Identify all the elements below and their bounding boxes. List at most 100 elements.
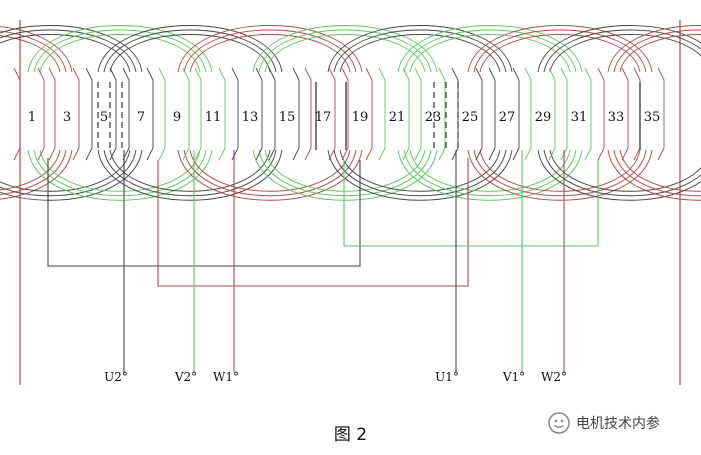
coil-end-arc-top xyxy=(109,34,271,73)
terminal-u2: U2° xyxy=(104,370,128,384)
coil-end-arc-top xyxy=(189,34,351,73)
coil-side xyxy=(365,67,373,161)
coil-end-arc-top xyxy=(537,25,701,73)
coil-end-arc-bottom xyxy=(252,149,438,201)
coil-end-arc-top xyxy=(103,29,277,73)
coil-side xyxy=(255,67,263,161)
terminal-v2: V2° xyxy=(174,370,197,384)
coil-end-arc-top xyxy=(0,25,143,73)
coil-end-arc-bottom xyxy=(467,149,653,201)
coil-end-arc-top xyxy=(258,29,432,73)
coil-side xyxy=(621,67,629,161)
coil-end-arc-top xyxy=(0,35,61,73)
coil-end-arc-bottom xyxy=(543,149,701,197)
coil-end-arc-top xyxy=(403,29,577,73)
coil-end-arc-bottom xyxy=(409,149,571,192)
coil-end-arc-top xyxy=(39,34,201,73)
coil-end-arc-bottom xyxy=(339,149,501,192)
coil-end-arc-top xyxy=(543,29,701,73)
slot-label-23: 23 xyxy=(425,110,442,125)
coil-end-arc-bottom xyxy=(473,149,647,197)
coil-side xyxy=(584,67,592,161)
coil-side xyxy=(328,67,336,161)
slot-label-31: 31 xyxy=(571,110,588,125)
slot-label-19: 19 xyxy=(352,110,369,125)
coil-end-arc-bottom xyxy=(0,149,143,201)
coil-end-arc-top xyxy=(479,34,641,73)
figure-caption: 图 2 xyxy=(333,425,368,445)
connection-wires xyxy=(47,150,599,372)
coil-end-arc-bottom xyxy=(0,149,137,197)
coil-side xyxy=(218,67,226,161)
coil-side xyxy=(402,67,410,161)
slot-label-13: 13 xyxy=(242,110,259,125)
coil-side xyxy=(438,67,446,161)
terminal-w2: W2° xyxy=(541,370,567,384)
coil-side xyxy=(268,67,276,161)
coil-side xyxy=(451,67,459,161)
coil-end-arc-top xyxy=(33,29,207,73)
slot-label-25: 25 xyxy=(462,110,479,125)
border-lines xyxy=(19,20,681,385)
slot-label-9: 9 xyxy=(173,110,181,125)
coil-end-arc-top xyxy=(409,34,571,73)
coil-end-arc-top xyxy=(327,25,513,73)
coil-side xyxy=(231,67,239,161)
coil-side xyxy=(560,67,568,161)
watermark-text: 电机技术内参 xyxy=(576,416,660,432)
coil-end-arc-top xyxy=(339,34,501,73)
coil-end-arc-top xyxy=(0,26,73,73)
coil-end-arcs xyxy=(0,25,701,201)
coil-end-arc-top xyxy=(177,25,363,73)
coil-side xyxy=(158,67,166,161)
coil-end-arc-bottom xyxy=(189,149,351,192)
coil-side xyxy=(657,67,665,161)
coil-end-arc-bottom xyxy=(327,149,513,201)
slot-label-29: 29 xyxy=(535,110,552,125)
coil-end-arc-top xyxy=(467,25,653,73)
coil-end-arc-bottom xyxy=(39,149,201,192)
coil-side xyxy=(488,67,496,161)
coil-end-arc-top xyxy=(607,25,701,73)
coil-end-arc-top xyxy=(264,34,426,73)
coil-end-arc-top xyxy=(27,25,213,73)
coil-end-arc-bottom xyxy=(264,149,426,192)
coil-end-arc-bottom xyxy=(397,149,583,201)
coil-end-arc-bottom xyxy=(0,149,61,191)
coil-end-arc-top xyxy=(613,29,701,73)
slot-label-35: 35 xyxy=(644,110,661,125)
coil-end-arc-bottom xyxy=(177,149,363,201)
coil-side xyxy=(341,67,349,161)
coil-side xyxy=(292,67,300,161)
coil-end-arc-top xyxy=(619,34,701,73)
coil-end-arc-bottom xyxy=(0,149,67,195)
coil-side xyxy=(72,67,80,161)
coil-end-arc-bottom xyxy=(619,149,701,192)
coil-end-arc-bottom xyxy=(27,149,213,201)
terminal-v1: V1° xyxy=(502,370,525,384)
wechat-logo-icon xyxy=(548,412,570,434)
coil-side xyxy=(378,67,386,161)
slot-label-15: 15 xyxy=(279,110,296,125)
coil-end-arc-bottom xyxy=(0,149,73,200)
coil-side xyxy=(414,67,422,161)
terminal-w1: W1° xyxy=(213,370,239,384)
coil-end-arc-bottom xyxy=(613,149,701,197)
coil-end-arc-top xyxy=(0,30,67,73)
slot-label-11: 11 xyxy=(205,110,222,125)
coil-side xyxy=(512,67,520,161)
coil-side xyxy=(524,67,532,161)
coil-end-arc-top xyxy=(0,29,137,73)
coil-side xyxy=(48,67,56,161)
coil-end-arc-top xyxy=(333,29,507,73)
coil-sides xyxy=(13,67,665,161)
slot-label-1: 1 xyxy=(28,110,36,125)
coil-end-arc-bottom xyxy=(33,149,207,197)
coil-side xyxy=(122,67,130,161)
coil-end-arc-top xyxy=(473,29,647,73)
coil-side xyxy=(146,67,154,161)
coil-end-arc-bottom xyxy=(403,149,577,197)
slot-label-17: 17 xyxy=(315,110,332,125)
slot-label-5: 5 xyxy=(100,110,108,125)
